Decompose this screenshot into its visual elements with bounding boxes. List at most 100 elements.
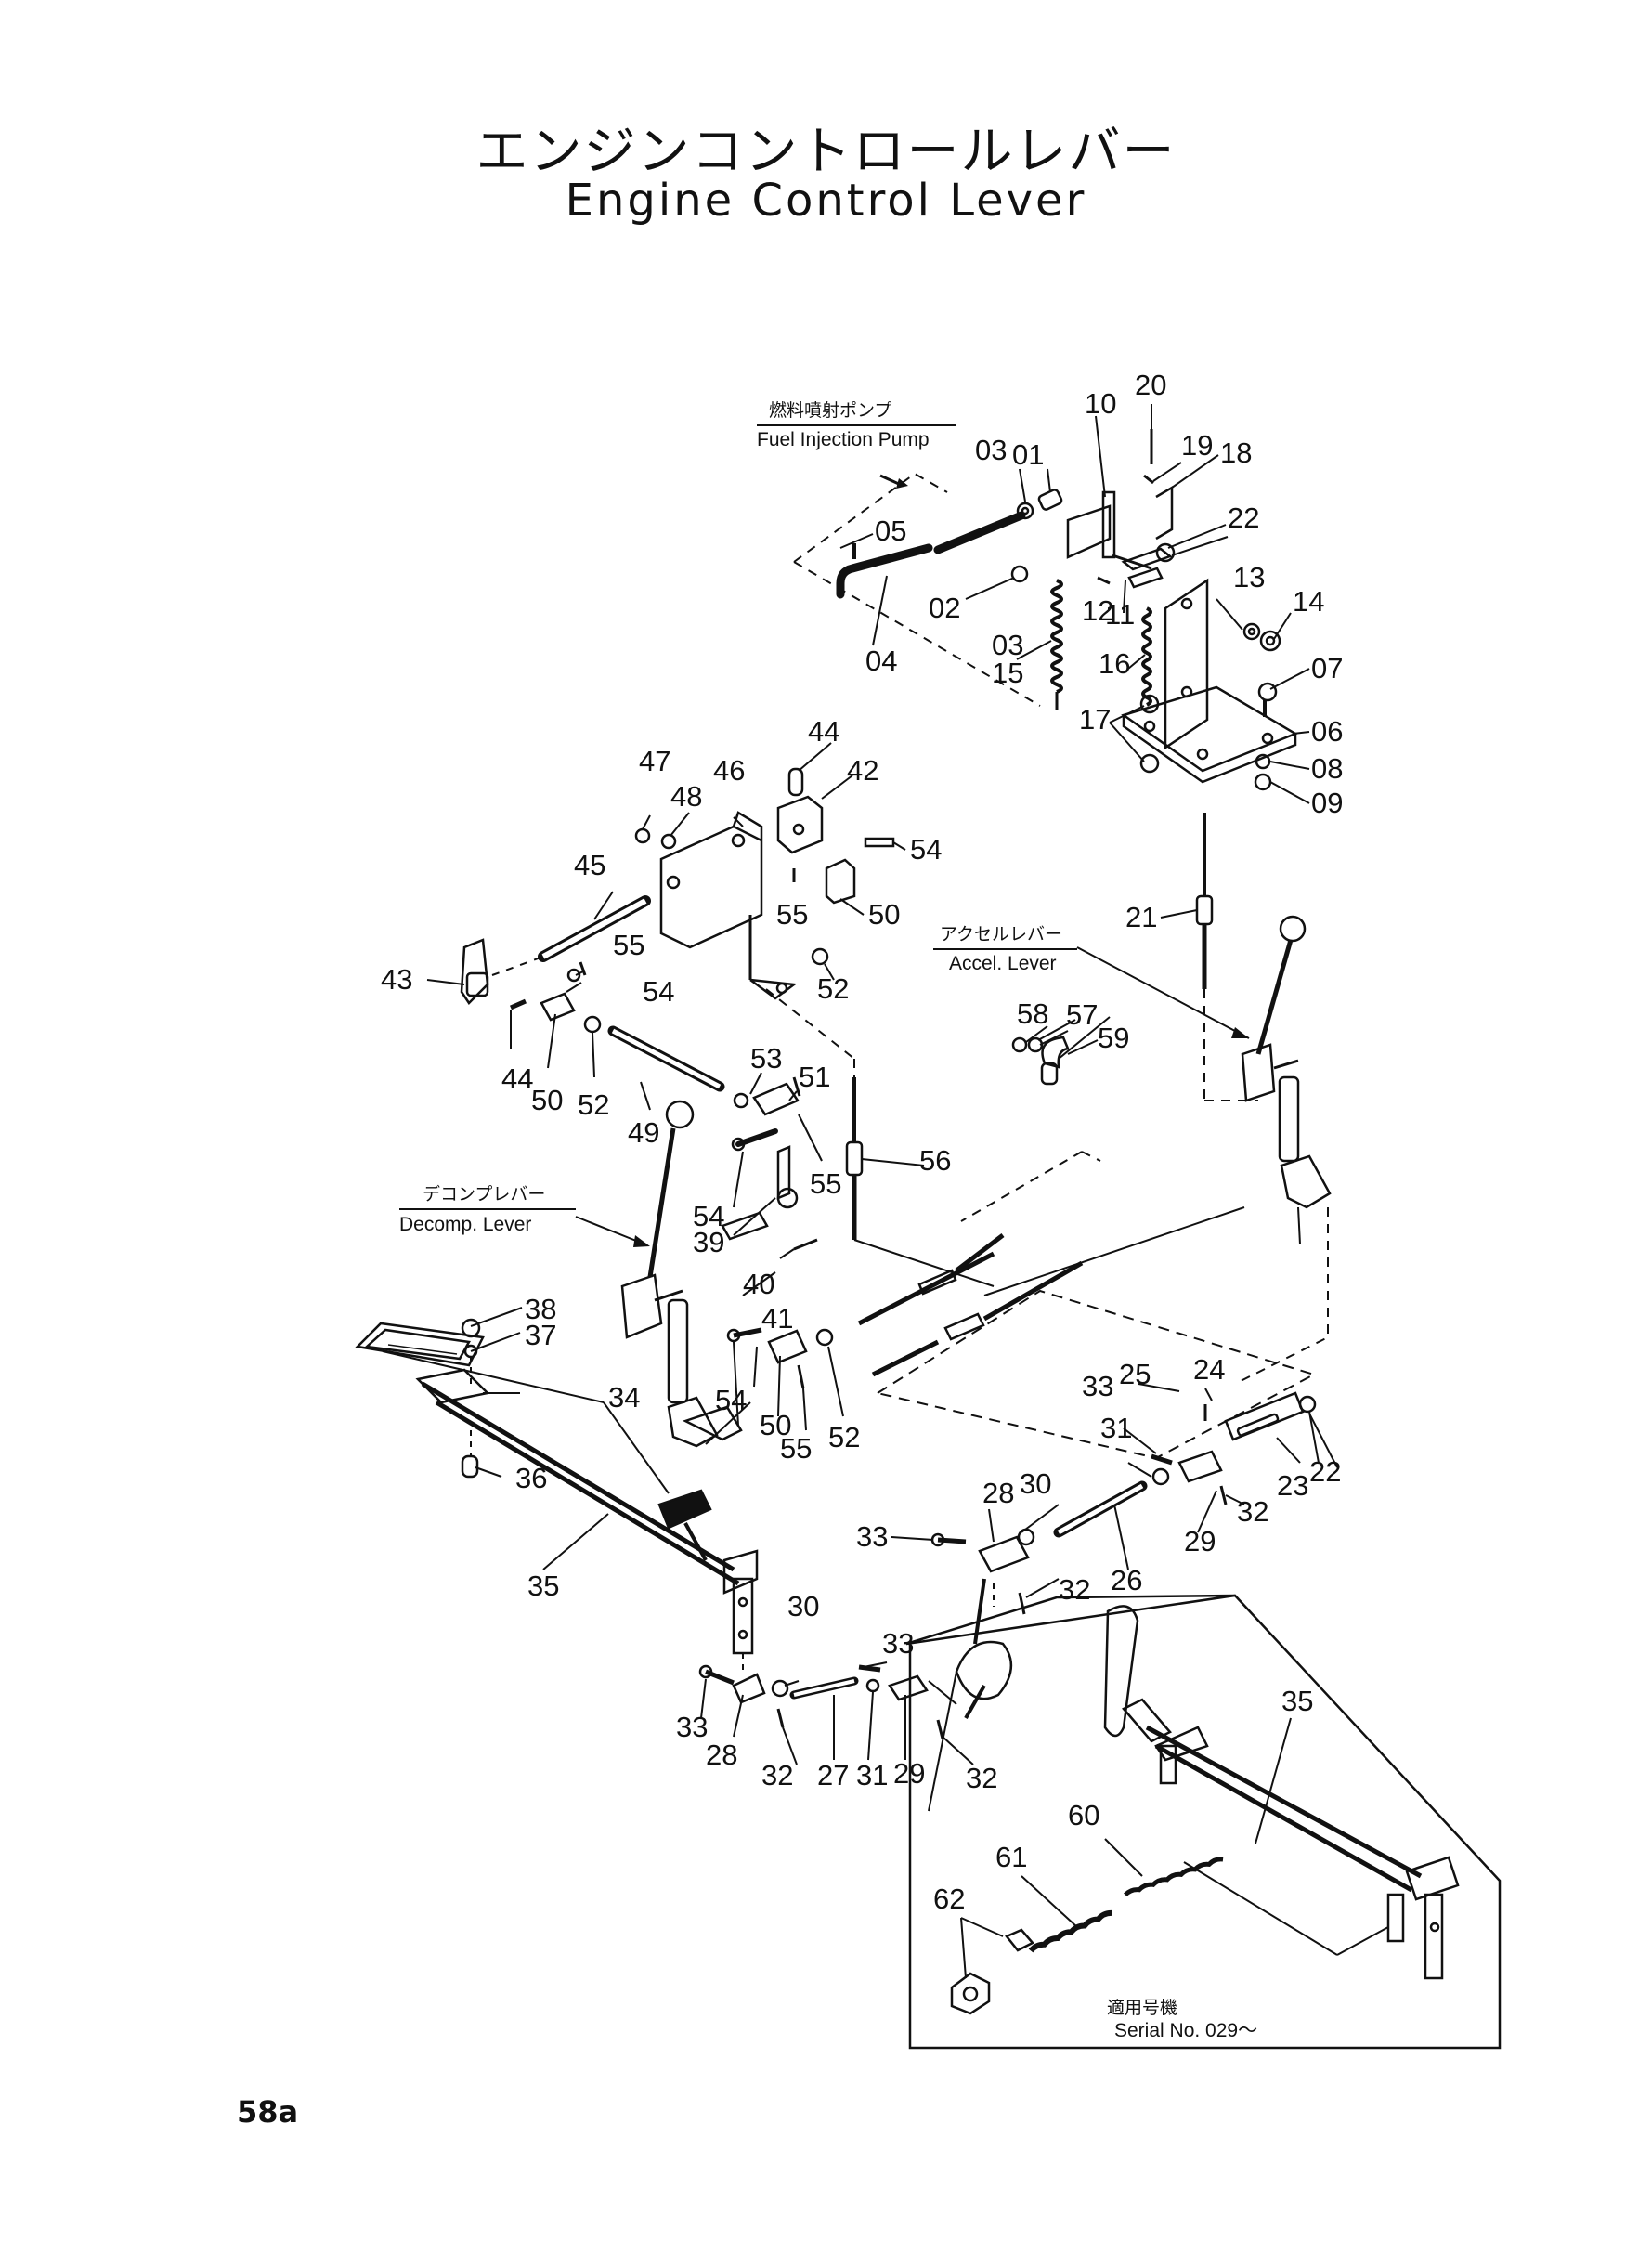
part-number: 57 <box>1066 998 1098 1031</box>
part-number: 28 <box>706 1739 737 1771</box>
part-number: 46 <box>713 754 745 787</box>
fuel-pump-label-jp: 燃料噴射ポンプ <box>769 400 891 421</box>
part-number: 35 <box>1281 1685 1313 1717</box>
part-number: 30 <box>787 1590 819 1622</box>
decomp-cable-56 <box>845 1077 995 1287</box>
part-number: 55 <box>810 1167 841 1200</box>
part-number: 05 <box>875 515 906 547</box>
part-number: 41 <box>761 1302 793 1335</box>
serial-label-jp: 適用号機 <box>1107 1998 1177 2018</box>
part-number: 13 <box>1233 561 1265 593</box>
serial-label-en: Serial No. 029～ <box>1114 2020 1257 2041</box>
part-number: 33 <box>882 1627 914 1660</box>
title-english: Engine Control Lever <box>565 175 1087 227</box>
part-number: 11 <box>1105 598 1135 631</box>
part-number: 34 <box>608 1381 640 1414</box>
part-number: 47 <box>639 745 670 777</box>
page-number: 58a <box>237 2094 299 2130</box>
part-number: 52 <box>578 1088 609 1121</box>
upper-lever-linkage <box>1010 429 1176 589</box>
decomp-label-en: Decomp. Lever <box>399 1214 531 1235</box>
part-number: 37 <box>525 1319 556 1351</box>
part-number: 53 <box>750 1042 782 1075</box>
part-number: 01 <box>1012 438 1044 471</box>
part-number: 31 <box>1100 1412 1132 1444</box>
part-number: 38 <box>525 1293 556 1325</box>
part-number: 60 <box>1068 1799 1099 1831</box>
part-number: 20 <box>1135 369 1166 401</box>
part-number: 50 <box>868 898 900 931</box>
part-number: 56 <box>919 1144 951 1177</box>
part-number: 17 <box>1079 703 1111 736</box>
part-number: 44 <box>808 715 839 748</box>
part-number: 31 <box>856 1759 888 1791</box>
part-number: 36 <box>515 1462 547 1494</box>
part-number: 04 <box>865 645 897 677</box>
part-number: 19 <box>1181 429 1213 462</box>
part-number: 51 <box>799 1061 830 1093</box>
part-number: 55 <box>780 1432 812 1465</box>
part-number: 12 <box>1082 594 1113 627</box>
part-number: 29 <box>893 1757 925 1790</box>
part-number: 62 <box>933 1883 965 1915</box>
part-number: 06 <box>1311 715 1343 748</box>
part-number: 28 <box>982 1477 1014 1509</box>
part-number: 48 <box>670 780 702 813</box>
part-number: 54 <box>643 975 674 1008</box>
lower-rod-linkage <box>698 1391 1317 1739</box>
decomp-lever <box>620 1100 751 1448</box>
leader-lines <box>382 404 1338 1979</box>
part-number: 26 <box>1111 1564 1142 1596</box>
part-number: 15 <box>992 657 1023 689</box>
spring-15 <box>1050 579 1063 710</box>
part-number: 10 <box>1085 387 1116 420</box>
part-number: 58 <box>1017 997 1048 1030</box>
part-number: 03 <box>992 629 1023 661</box>
spring-16 <box>1141 606 1152 707</box>
part-number: 35 <box>527 1570 559 1602</box>
part-number: 43 <box>381 963 412 996</box>
rod-45-linkage <box>460 895 818 1251</box>
part-number: 30 <box>1020 1467 1051 1500</box>
part-number: 33 <box>676 1711 708 1743</box>
part-number: 29 <box>1184 1525 1216 1557</box>
part-number: 32 <box>1059 1573 1090 1606</box>
part-number: 16 <box>1099 647 1130 680</box>
title-japanese: エンジンコントロールレバー <box>475 122 1177 182</box>
part-number: 32 <box>761 1759 793 1791</box>
part-number-labels: 01 03 10 20 19 18 22 05 02 03 04 15 12 1… <box>381 369 1343 1915</box>
fuel-pump-label-en: Fuel Injection Pump <box>757 429 930 450</box>
part-number: 22 <box>1228 502 1259 534</box>
part-number: 33 <box>856 1520 888 1553</box>
part-number: 42 <box>847 754 878 787</box>
part-number: 55 <box>613 929 644 961</box>
part-number: 50 <box>760 1409 791 1441</box>
part-number: 24 <box>1193 1353 1225 1386</box>
part-number: 61 <box>995 1841 1027 1873</box>
part-number: 32 <box>1237 1495 1268 1528</box>
part-number: 44 <box>501 1062 533 1095</box>
part-number: 18 <box>1220 436 1252 469</box>
callout-labels: 燃料噴射ポンプ Fuel Injection Pump アクセルレバー Acce… <box>399 400 1257 2041</box>
part-number: 50 <box>531 1084 563 1116</box>
clevis-41-50 <box>726 1327 834 1389</box>
accel-lever <box>1234 915 1332 1385</box>
part-number: 08 <box>1311 752 1343 785</box>
part-number: 59 <box>1098 1022 1129 1054</box>
fuel-pump-rod-assembly <box>793 472 1041 707</box>
decomp-label-jp: デコンプレバー <box>423 1184 545 1205</box>
part-number: 54 <box>715 1384 747 1416</box>
clip-57-58-59 <box>1011 1036 1070 1086</box>
part-number: 27 <box>817 1759 849 1791</box>
pedal-cables <box>857 1151 1317 1460</box>
part-number: 21 <box>1125 901 1157 933</box>
part-number: 40 <box>743 1268 774 1300</box>
part-number: 33 <box>1082 1370 1113 1402</box>
serial-inset-box <box>905 1594 1502 2050</box>
part-number: 22 <box>1309 1455 1341 1488</box>
part-number: 54 <box>910 833 942 866</box>
callout-arrows <box>575 946 1250 1247</box>
part-number: 54 <box>693 1200 724 1232</box>
